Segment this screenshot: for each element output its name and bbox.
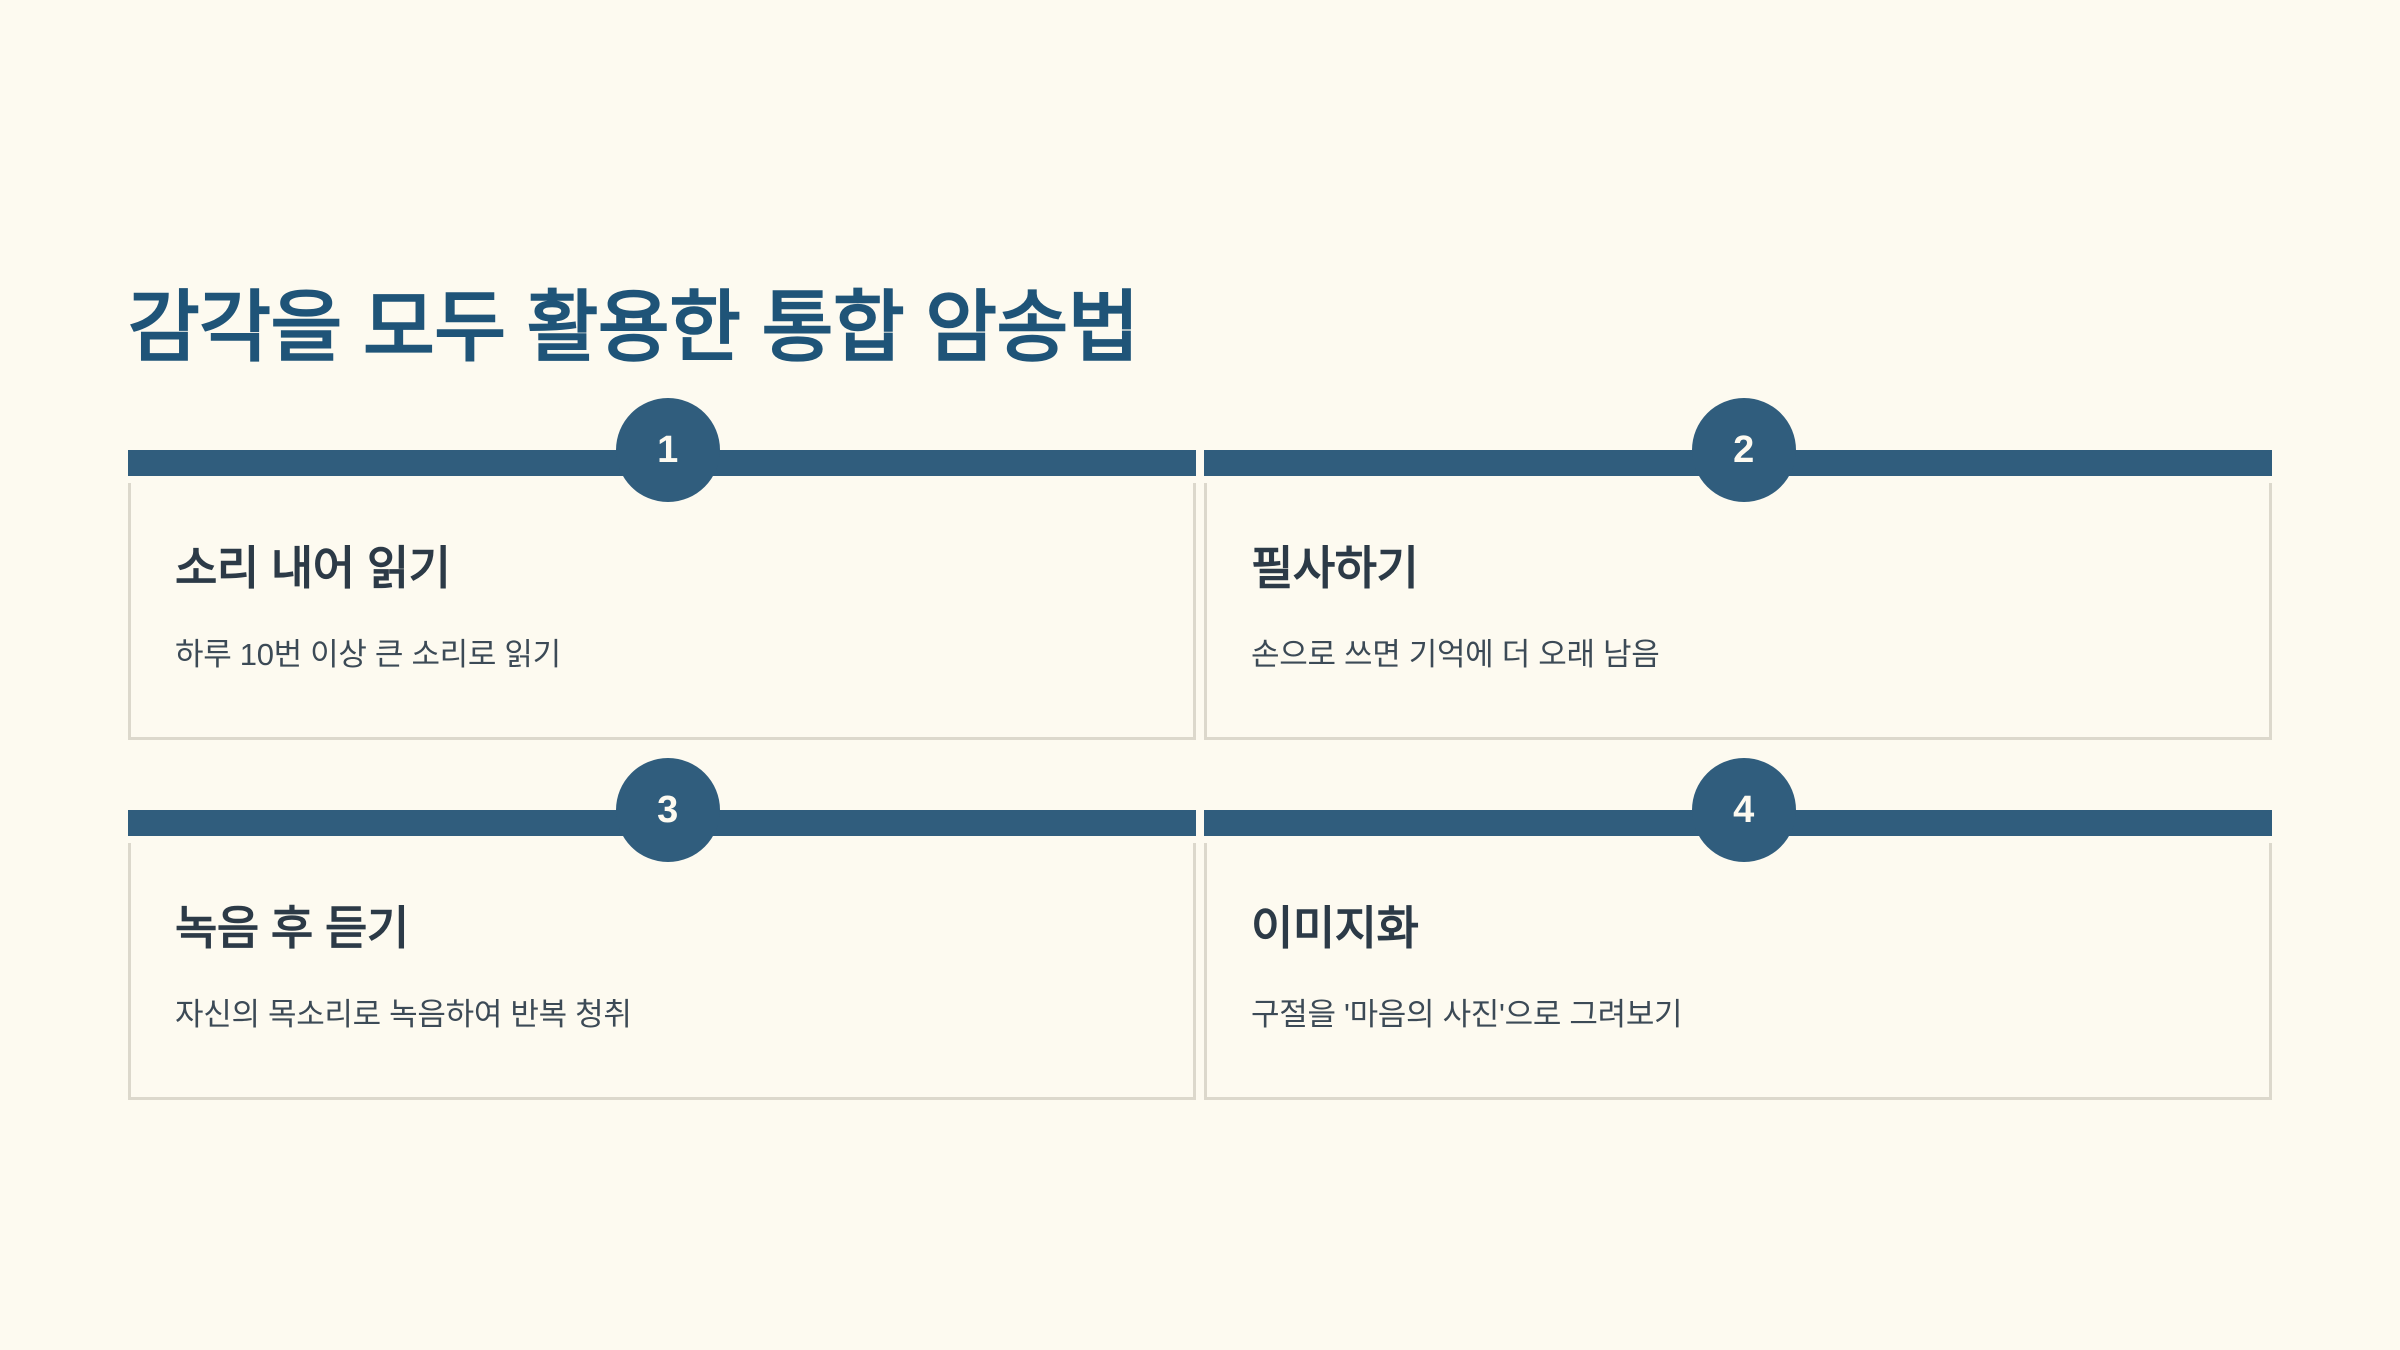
card-body: 이미지화 구절을 '마음의 사진'으로 그려보기 bbox=[1207, 843, 2269, 1036]
card-title: 소리 내어 읽기 bbox=[175, 542, 451, 594]
card-description: 하루 10번 이상 큰 소리로 읽기 bbox=[175, 637, 561, 673]
page-title: 감각을 모두 활용한 통합 암송법 bbox=[128, 283, 1140, 372]
card-description: 자신의 목소리로 녹음하여 반복 청취 bbox=[175, 997, 632, 1033]
card-title: 필사하기 bbox=[1251, 542, 1419, 594]
step-card-4[interactable]: 4 이미지화 구절을 '마음의 사진'으로 그려보기 bbox=[1204, 758, 2272, 1100]
card-description: 구절을 '마음의 사진'으로 그려보기 bbox=[1251, 997, 1683, 1033]
card-description: 손으로 쓰면 기억에 더 오래 남음 bbox=[1251, 637, 1660, 673]
card-grid: 1 소리 내어 읽기 하루 10번 이상 큰 소리로 읽기 2 필사하기 손으로… bbox=[128, 398, 2272, 1100]
step-number-badge: 3 bbox=[616, 758, 720, 862]
step-card-1[interactable]: 1 소리 내어 읽기 하루 10번 이상 큰 소리로 읽기 bbox=[128, 398, 1196, 740]
step-number-badge: 1 bbox=[616, 398, 720, 502]
step-number-badge: 4 bbox=[1692, 758, 1796, 862]
card-body: 녹음 후 듣기 자신의 목소리로 녹음하여 반복 청취 bbox=[131, 843, 1193, 1036]
step-number-badge: 2 bbox=[1692, 398, 1796, 502]
card-title: 이미지화 bbox=[1251, 902, 1419, 954]
card-title: 녹음 후 듣기 bbox=[175, 902, 409, 954]
step-card-2[interactable]: 2 필사하기 손으로 쓰면 기억에 더 오래 남음 bbox=[1204, 398, 2272, 740]
card-body: 소리 내어 읽기 하루 10번 이상 큰 소리로 읽기 bbox=[131, 483, 1193, 676]
card-body: 필사하기 손으로 쓰면 기억에 더 오래 남음 bbox=[1207, 483, 2269, 676]
step-card-3[interactable]: 3 녹음 후 듣기 자신의 목소리로 녹음하여 반복 청취 bbox=[128, 758, 1196, 1100]
